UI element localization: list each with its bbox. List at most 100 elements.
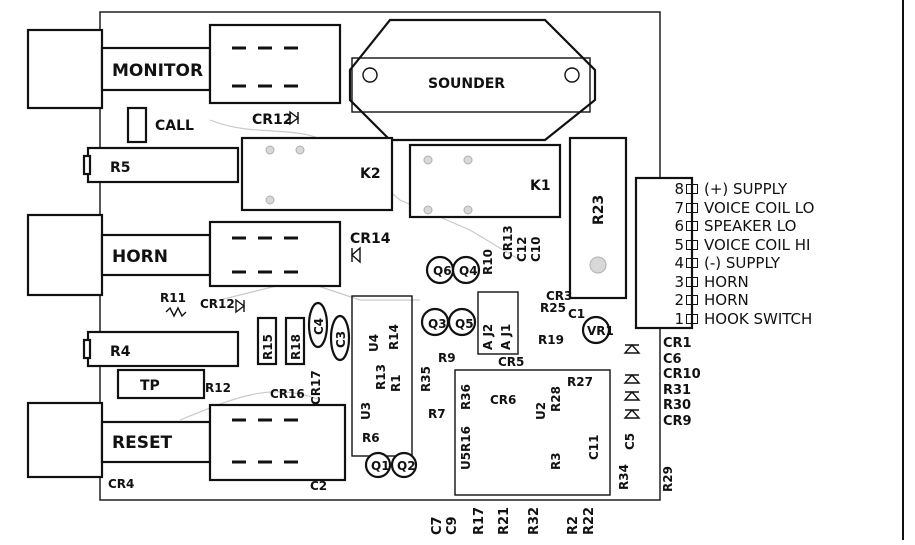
c2-label: C2 bbox=[310, 479, 327, 493]
r1-label: R1 bbox=[389, 374, 403, 392]
connector-pin-4: 4(-) SUPPLY bbox=[672, 254, 912, 273]
svg-text:Q2: Q2 bbox=[397, 459, 416, 473]
r13-label: R13 bbox=[374, 364, 388, 390]
right-label: R30 bbox=[663, 398, 692, 413]
u5-label: U5 bbox=[459, 452, 473, 470]
transistor-q4: Q4 bbox=[451, 255, 481, 285]
r28-label: R28 bbox=[549, 386, 563, 412]
pin-label: (+) SUPPLY bbox=[704, 180, 788, 199]
r16-label: R16 bbox=[459, 426, 473, 452]
svg-text:Q4: Q4 bbox=[459, 264, 478, 278]
connector-pin-2: 2 HORN bbox=[672, 291, 912, 310]
u4-label: U4 bbox=[367, 334, 381, 352]
c12-label: C12 bbox=[515, 236, 529, 262]
cr16-label: CR16 bbox=[270, 387, 305, 401]
svg-text:R4: R4 bbox=[110, 344, 131, 360]
r5-pot: R5 bbox=[82, 146, 240, 184]
r11-label: R11 bbox=[160, 291, 186, 305]
r11-resistor-icon bbox=[165, 306, 187, 318]
monitor-label: MONITOR bbox=[112, 61, 203, 81]
cr6-label: CR6 bbox=[490, 393, 516, 407]
jumpers-outline bbox=[477, 291, 519, 355]
r29-label: R29 bbox=[661, 466, 675, 492]
pin-label: HORN bbox=[704, 291, 749, 310]
pin-terminal-icon bbox=[686, 313, 698, 324]
resistor-r18: R18 bbox=[284, 316, 306, 366]
call-tab bbox=[126, 106, 148, 144]
j1-label: A J1 bbox=[499, 324, 513, 350]
pin-terminal-icon bbox=[686, 295, 698, 306]
cr14-diode-icon bbox=[350, 246, 361, 264]
svg-text:R5: R5 bbox=[110, 160, 131, 176]
u3-label: U3 bbox=[359, 402, 373, 420]
monitor-switch: MONITOR bbox=[26, 23, 342, 110]
pin-label: SPEAKER LO bbox=[704, 217, 797, 236]
u2-label: U2 bbox=[534, 402, 548, 420]
right-label: C6 bbox=[663, 351, 682, 367]
cr17-label: CR17 bbox=[309, 370, 323, 405]
r7-label: R7 bbox=[428, 407, 446, 421]
r23-resistor: R23 bbox=[568, 136, 628, 300]
pin-label: (-) SUPPLY bbox=[704, 254, 781, 273]
r36-label: R36 bbox=[459, 384, 473, 410]
cr12b-diode-icon bbox=[235, 298, 246, 314]
svg-text:K1: K1 bbox=[530, 178, 551, 194]
pin-terminal-icon bbox=[686, 202, 698, 213]
pin-label: HORN bbox=[704, 272, 749, 291]
connector-pin-8: 8 (+) SUPPLY bbox=[672, 180, 912, 199]
svg-text:HORN: HORN bbox=[112, 247, 168, 267]
cr4-label: CR4 bbox=[108, 477, 134, 491]
relay-k2: K2 bbox=[240, 136, 394, 212]
cr14-label: CR14 bbox=[350, 231, 391, 247]
pin-label: VOICE COIL LO bbox=[704, 198, 815, 217]
cr12b-label: CR12 bbox=[200, 297, 235, 311]
right-label: CR1 bbox=[663, 336, 692, 351]
lower-block-outline bbox=[454, 369, 611, 496]
transistor-q3: Q3 bbox=[420, 307, 450, 337]
r35-label: R35 bbox=[419, 366, 433, 392]
c1-label: C1 bbox=[568, 307, 585, 321]
r12-label: R12 bbox=[205, 381, 231, 395]
c5-label: C5 bbox=[623, 433, 637, 450]
capacitor-c3: C3 bbox=[329, 314, 351, 362]
pin-terminal-icon bbox=[686, 184, 698, 195]
pin-number: 8 bbox=[674, 180, 684, 199]
pin-number: 2 bbox=[674, 291, 684, 310]
bottom-label: C9 bbox=[445, 516, 460, 535]
transistor-q2: Q2 bbox=[390, 451, 418, 479]
relay-k1: K1 bbox=[408, 143, 562, 219]
bottom-label: C7 bbox=[430, 516, 445, 535]
trimmer-vr1: VR1 bbox=[581, 315, 614, 345]
cr5-label: CR5 bbox=[498, 355, 524, 369]
bottom-label: R32 bbox=[527, 506, 542, 535]
svg-text:Q6: Q6 bbox=[433, 264, 452, 278]
transistor-q1: Q1 bbox=[364, 451, 392, 479]
c11-label: C11 bbox=[587, 434, 601, 460]
svg-text:C4: C4 bbox=[312, 318, 326, 335]
cr12a-label: CR12 bbox=[252, 112, 293, 128]
pin-number: 1 bbox=[674, 309, 684, 328]
pin-terminal-icon bbox=[686, 239, 698, 250]
right-label: CR10 bbox=[663, 367, 701, 382]
bottom-label: R2 bbox=[566, 515, 581, 535]
j2-label: A J2 bbox=[481, 324, 495, 350]
pin-terminal-icon bbox=[686, 221, 698, 232]
right-label: CR9 bbox=[663, 413, 692, 429]
pin-terminal-icon bbox=[686, 276, 698, 287]
tp-box bbox=[116, 368, 206, 400]
right-side-diode-icons bbox=[623, 343, 641, 419]
svg-text:VR1: VR1 bbox=[587, 324, 614, 338]
c10-label: C10 bbox=[529, 236, 543, 262]
pin-number: 5 bbox=[674, 235, 684, 254]
bottom-label: R17 bbox=[472, 506, 487, 535]
